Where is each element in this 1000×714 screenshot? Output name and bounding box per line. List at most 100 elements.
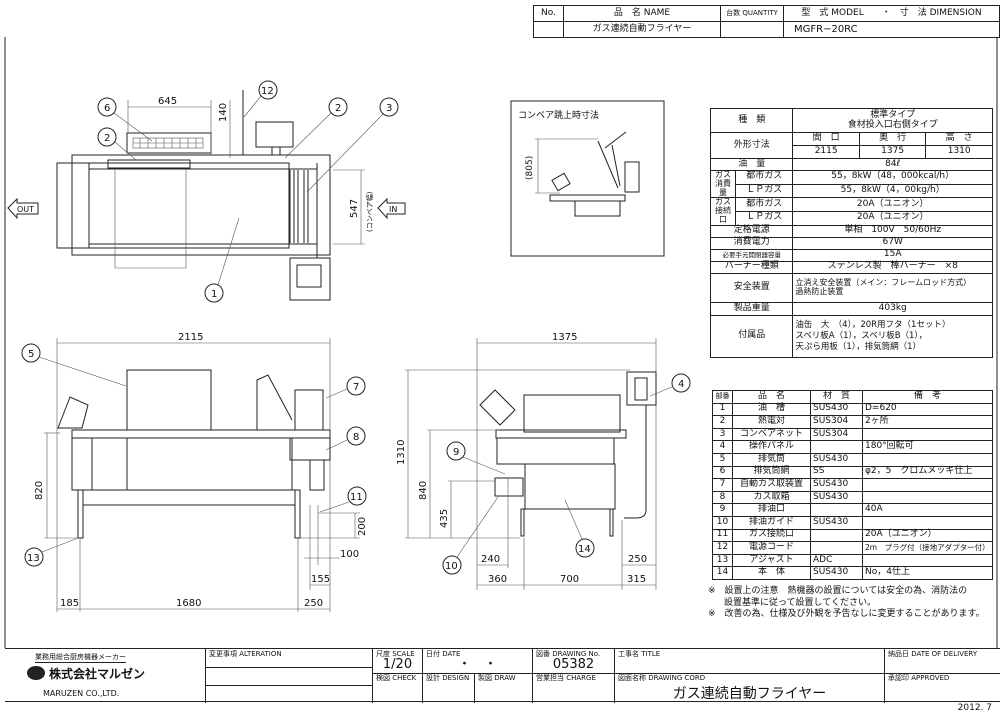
part-remarks — [862, 553, 993, 568]
spec-burner: ステンレス製 棒バーナー ×8 — [792, 260, 993, 274]
draw-label: 製図 DRAW — [478, 674, 516, 682]
part-material: SUS430 — [810, 490, 863, 505]
balloon-12: 12 — [261, 86, 274, 97]
alteration-cell: 変更事項 ALTERATION — [205, 649, 372, 703]
dim-435: 435 — [439, 509, 450, 528]
design-label: 設計 DESIGN — [426, 674, 470, 682]
spec-power-label: 定格電源 — [709, 224, 794, 238]
spec-consumption-label: 消費電力 — [709, 236, 794, 250]
part-name: アジャスト — [732, 553, 811, 568]
delivery-label: 納品日 DATE OF DELIVERY — [888, 650, 978, 658]
spec-depth: 1375 — [858, 145, 927, 159]
part-no: 13 — [712, 553, 733, 568]
company-logo-icon — [27, 666, 45, 680]
part-name: 自動カス取装置 — [732, 478, 811, 492]
spec-type-label: 種 類 — [709, 108, 794, 133]
part-name: コンベアネット — [732, 427, 811, 442]
balloon-5: 5 — [28, 349, 34, 360]
inset-dim-805: (805) — [525, 156, 535, 180]
draw-cell: 製図 DRAW — [474, 673, 532, 703]
part-material: ADC — [810, 553, 863, 568]
front-view: 2115 820 200 100 155 185 1680 250 — [34, 332, 368, 612]
drawing-no-label: 図番 DRAWING No. — [536, 650, 601, 658]
part-name: 熱電対 — [732, 415, 811, 429]
inset-conveyor-raised: コンベア跳上時寸法 (805) — [510, 100, 665, 257]
spec-breaker: 15A — [792, 248, 993, 262]
control-panel — [626, 371, 657, 406]
part-name: 排気筒 — [732, 452, 811, 467]
part-no: 4 — [712, 440, 733, 454]
spec-city-gas-label: 都市ガス — [734, 170, 794, 185]
dim-1680: 1680 — [176, 598, 201, 609]
spec-consumption-city: 55，8kW（48，000kcal/h） — [792, 170, 993, 185]
dim-200: 200 — [357, 517, 368, 536]
note-3: ※ 改善の為、仕様及び外観を予告なしに変更することがあります。 — [708, 609, 985, 620]
title-label: 工事名 TITLE — [618, 650, 661, 658]
spec-oil-label: 油 量 — [709, 158, 794, 171]
dim-250: 250 — [304, 598, 323, 609]
part-material — [810, 503, 863, 517]
in-label: IN — [389, 205, 397, 214]
charge-label: 営業担当 CHARGE — [536, 674, 596, 682]
out-arrow-icon — [7, 197, 39, 220]
part-remarks: No，4仕上 — [862, 566, 993, 580]
spec-height-label: 高 さ — [925, 132, 993, 146]
part-name: カス取箱 — [732, 490, 811, 505]
drawing-no-cell: 図番 DRAWING No.05382 — [532, 649, 614, 673]
spec-type-1: 標準タイプ — [870, 109, 916, 120]
debris-box — [289, 257, 331, 301]
charge-cell: 営業担当 CHARGE — [532, 673, 614, 703]
title-block: 業務用総合厨房機器メーカー 株式会社マルゼン MARUZEN CO.,LTD. … — [5, 648, 1000, 703]
part-no: 12 — [712, 541, 733, 555]
drawing-no: 05382 — [552, 657, 595, 672]
dim-645: 645 — [158, 96, 177, 107]
part-no: 2 — [712, 415, 733, 429]
dim-1375: 1375 — [552, 332, 577, 343]
spec-city-gas-label-2: 都市ガス — [734, 197, 794, 213]
part-remarks — [862, 515, 993, 530]
dim-side-250: 250 — [628, 554, 647, 565]
main-body — [524, 463, 616, 510]
spec-width: 2115 — [792, 145, 860, 159]
part-material: SUS304 — [810, 415, 863, 429]
part-remarks — [862, 478, 993, 492]
approved-cell: 承認印 APPROVED — [884, 673, 1000, 703]
part-remarks: φ2，5 クロムメッキ仕上 — [862, 465, 993, 480]
dim-547-note: (コンベア幅) — [365, 191, 374, 232]
balloon-2a: 2 — [104, 133, 110, 144]
balloon-4: 4 — [678, 379, 684, 390]
inset-title: コンベア跳上時寸法 — [518, 109, 599, 121]
part-material: SS — [810, 465, 863, 480]
dim-2115: 2115 — [178, 332, 203, 343]
part-no: 6 — [712, 465, 733, 480]
balloon-13: 13 — [27, 553, 40, 564]
header-table: No. 品 名 NAME 台数 QUANTITY 型 式 MODEL ・ 寸 法… — [533, 5, 1000, 38]
part-balloons: 1 2 2 3 5 6 7 8 9 10 11 12 13 4 14 — [21, 80, 691, 575]
spec-accessories-3: 天ぷら用板（1），排気筒網（1） — [795, 341, 921, 352]
spec-consumption-lp: 55，8kW（4，00kg/h） — [792, 183, 993, 199]
balloon-11: 11 — [350, 492, 363, 503]
spec-inlet-city: 20A（ユニオン） — [792, 197, 993, 213]
out-label: OUT — [17, 205, 34, 214]
date-cell: 日付 DATE・ ・ — [422, 649, 532, 673]
dim-840: 840 — [418, 481, 429, 500]
check-label: 検図 CHECK — [376, 674, 417, 682]
balloon-2b: 2 — [335, 103, 341, 114]
part-name: 油 槽 — [732, 402, 811, 417]
part-name: 電源コード — [732, 541, 811, 555]
scale-value: 1/20 — [382, 657, 413, 672]
dim-100: 100 — [340, 549, 359, 560]
notes: ※ 設置上の注意 熱機器の設置については安全の為、消防法の 設置基準に従って設置… — [708, 586, 995, 621]
part-no: 14 — [712, 566, 733, 580]
in-arrow-icon — [377, 197, 406, 220]
part-no: 5 — [712, 452, 733, 467]
